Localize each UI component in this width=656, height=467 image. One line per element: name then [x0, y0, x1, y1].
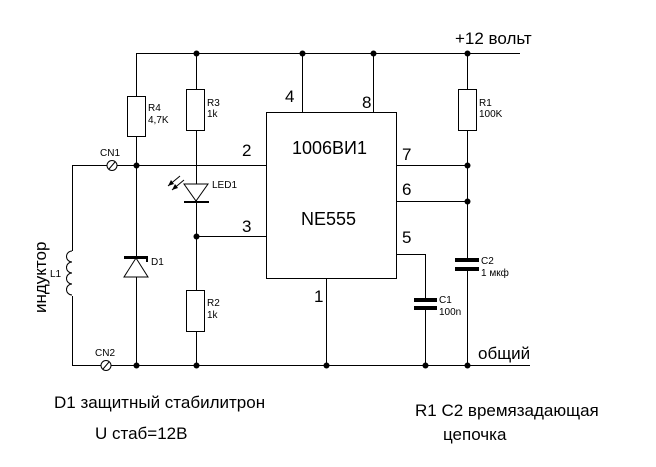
pin-4-label: 4: [285, 87, 294, 106]
ic-name-label: 1006ВИ1: [292, 138, 367, 158]
junction-dot: [422, 362, 429, 369]
inductor-label: индуктор: [31, 242, 50, 313]
junction-dot: [323, 362, 330, 369]
junction-dot: [464, 50, 471, 57]
c2-ref: C2: [481, 256, 494, 267]
junction-dot: [193, 50, 200, 57]
pin-2-label: 2: [242, 141, 251, 160]
r1-value: 100K: [479, 109, 503, 120]
r4-value: 4,7K: [148, 115, 169, 126]
terminal-cn2: [100, 360, 112, 371]
junction-dot: [133, 362, 140, 369]
r2-value: 1k: [207, 310, 219, 321]
junction-dot: [299, 50, 306, 57]
junction-dot: [133, 162, 140, 169]
capacitor-c1: [414, 298, 437, 310]
cn2-ref: CN2: [95, 348, 115, 359]
zener-diode-d1: [123, 256, 149, 278]
resistor-r1: [458, 89, 477, 131]
resistor-r2: [186, 290, 205, 332]
note-d1-line1: D1 защитный стабилитрон: [54, 393, 265, 412]
ic-ne555: [266, 112, 397, 279]
power-label: +12 вольт: [455, 29, 532, 48]
inductor-l1: [66, 249, 73, 296]
ground-label: общий: [478, 344, 530, 363]
pin-7-label: 7: [402, 145, 411, 164]
c1-ref: C1: [439, 295, 452, 306]
junction-dot: [370, 50, 377, 57]
junction-dot: [464, 162, 471, 169]
led-light-arrows-icon: [167, 175, 185, 191]
junction-dot: [193, 233, 200, 240]
r1-ref: R1: [479, 98, 492, 109]
resistor-r4: [127, 96, 146, 137]
d1-ref: D1: [151, 257, 164, 268]
pin-5-label: 5: [402, 228, 411, 247]
r3-ref: R3: [207, 98, 220, 109]
r2-ref: R2: [207, 298, 220, 309]
junction-dot: [193, 362, 200, 369]
resistor-r3: [186, 89, 205, 131]
wire-pin5: [396, 254, 426, 298]
pin-6-label: 6: [402, 180, 411, 199]
pin-3-label: 3: [242, 217, 251, 236]
note-rc-line1: R1 C2 времязадающая: [415, 401, 599, 420]
led-d1: [183, 183, 209, 203]
capacitor-c2: [455, 258, 479, 271]
terminal-cn1: [106, 160, 118, 171]
r4-ref: R4: [148, 103, 161, 114]
pin-8-label: 8: [362, 93, 371, 112]
led1-ref: LED1: [212, 180, 237, 191]
l1-ref: L1: [50, 269, 62, 280]
cn1-ref: CN1: [100, 148, 120, 159]
c1-value: 100n: [439, 307, 461, 318]
c2-value: 1 мкф: [481, 267, 509, 279]
note-rc-line2: цепочка: [443, 425, 507, 444]
pin-1-label: 1: [314, 287, 323, 306]
r3-value: 1k: [207, 109, 219, 120]
ic-part-label: NE555: [301, 209, 356, 229]
junction-dot: [464, 362, 471, 369]
junction-dot: [464, 198, 471, 205]
note-d1-line2: U стаб=12В: [95, 424, 187, 443]
